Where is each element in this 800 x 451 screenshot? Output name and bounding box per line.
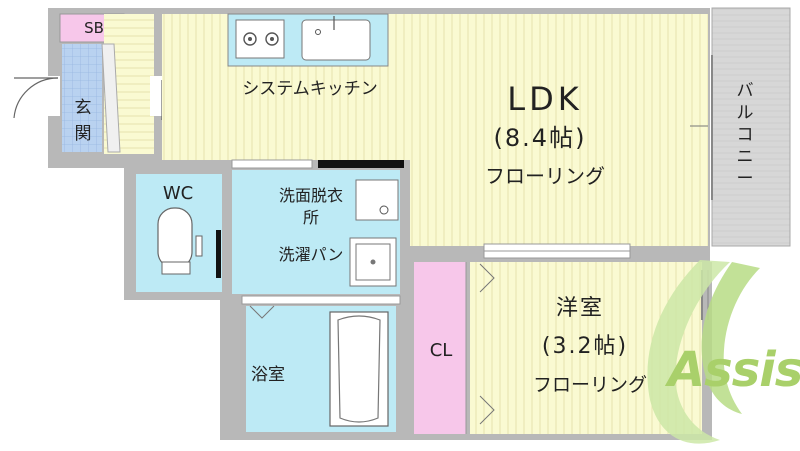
ldk-floor — [410, 14, 708, 246]
western-room-size: (3.2帖) — [541, 334, 629, 359]
laundry-pan-label: 洗濯パン — [278, 245, 344, 264]
ldk-flooring-label: フローリング — [485, 164, 605, 188]
washroom-label: 洗面脱衣所 — [278, 186, 343, 227]
assist-logo-mark — [647, 260, 760, 444]
kitchen-label: システムキッチン — [242, 79, 378, 99]
balcony-label: バルコニー — [736, 81, 754, 189]
assist-logo-text: Assist — [668, 342, 800, 398]
genkan-label: 玄関 — [74, 98, 92, 144]
western-room-flooring-label: フローリング — [532, 374, 647, 396]
genkan-area — [62, 44, 102, 152]
sb-label: SB — [84, 19, 104, 37]
ldk-title: LDK — [507, 80, 583, 118]
balcony — [711, 7, 791, 247]
closet — [414, 262, 466, 434]
closet-label: CL — [429, 340, 453, 361]
ldk-size: (8.4帖) — [493, 124, 587, 152]
entrance-door — [13, 77, 59, 119]
western-room-title: 洋室 — [555, 296, 604, 321]
wc-label: WC — [162, 183, 194, 204]
bathroom-label: 浴室 — [251, 365, 285, 385]
